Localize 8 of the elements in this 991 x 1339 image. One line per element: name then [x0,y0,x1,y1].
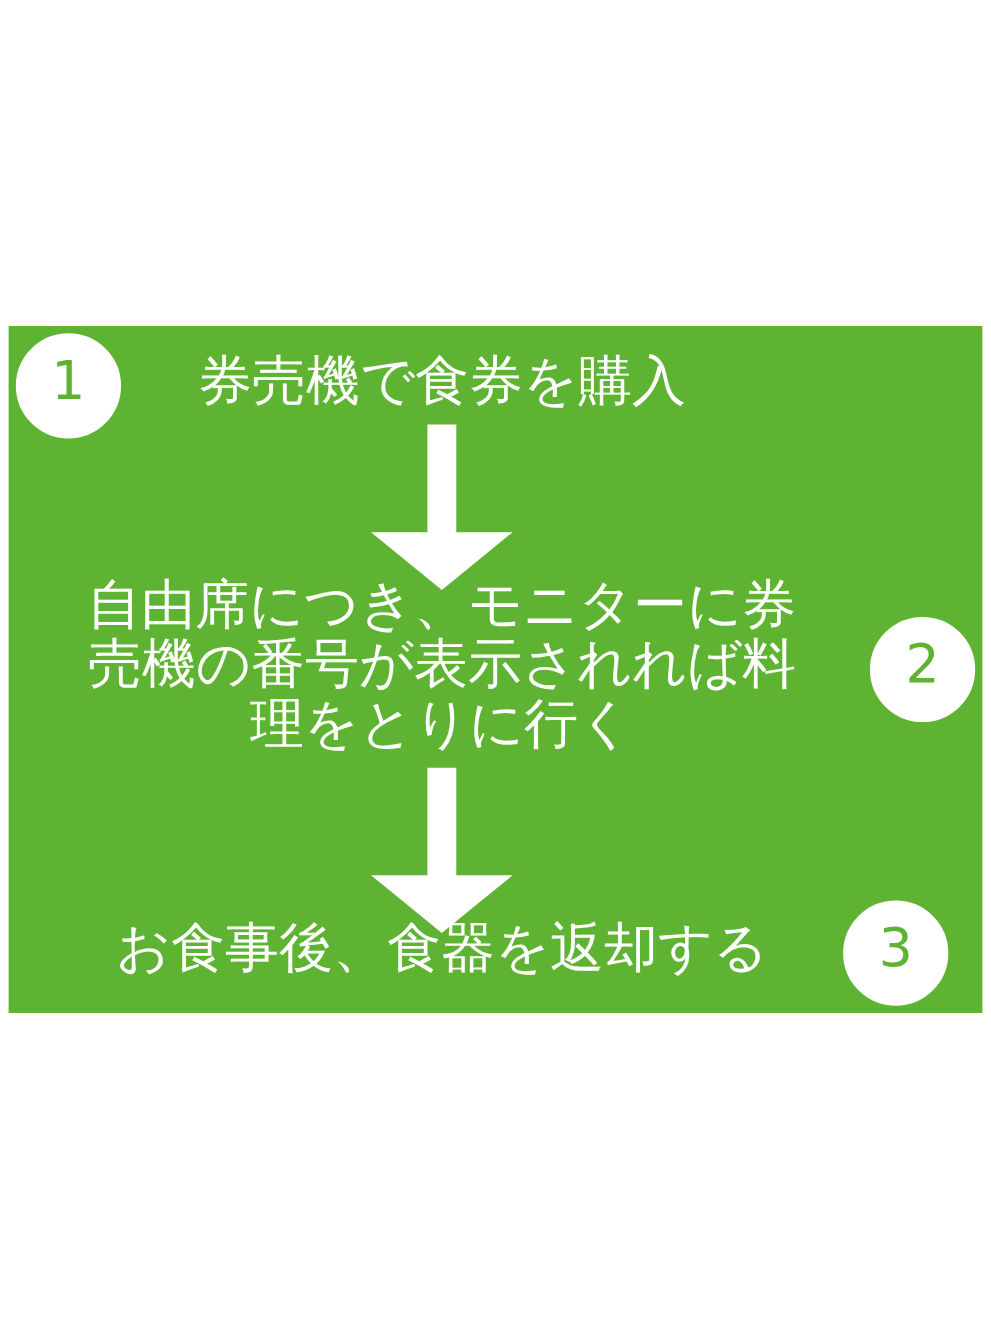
arrow [371,767,513,934]
arrow [371,424,513,590]
node-text: 自由席につき、モニターに券売機の番号が表示されれば料理をとりに行く [87,572,797,756]
node-circle: 3 [843,900,949,1006]
node-text: 券売機で食券を購入 [197,348,686,412]
node-circle: 1 [15,333,122,439]
node-text: お食事後、食器を返却する [115,916,768,980]
node-circle: 2 [869,616,976,723]
